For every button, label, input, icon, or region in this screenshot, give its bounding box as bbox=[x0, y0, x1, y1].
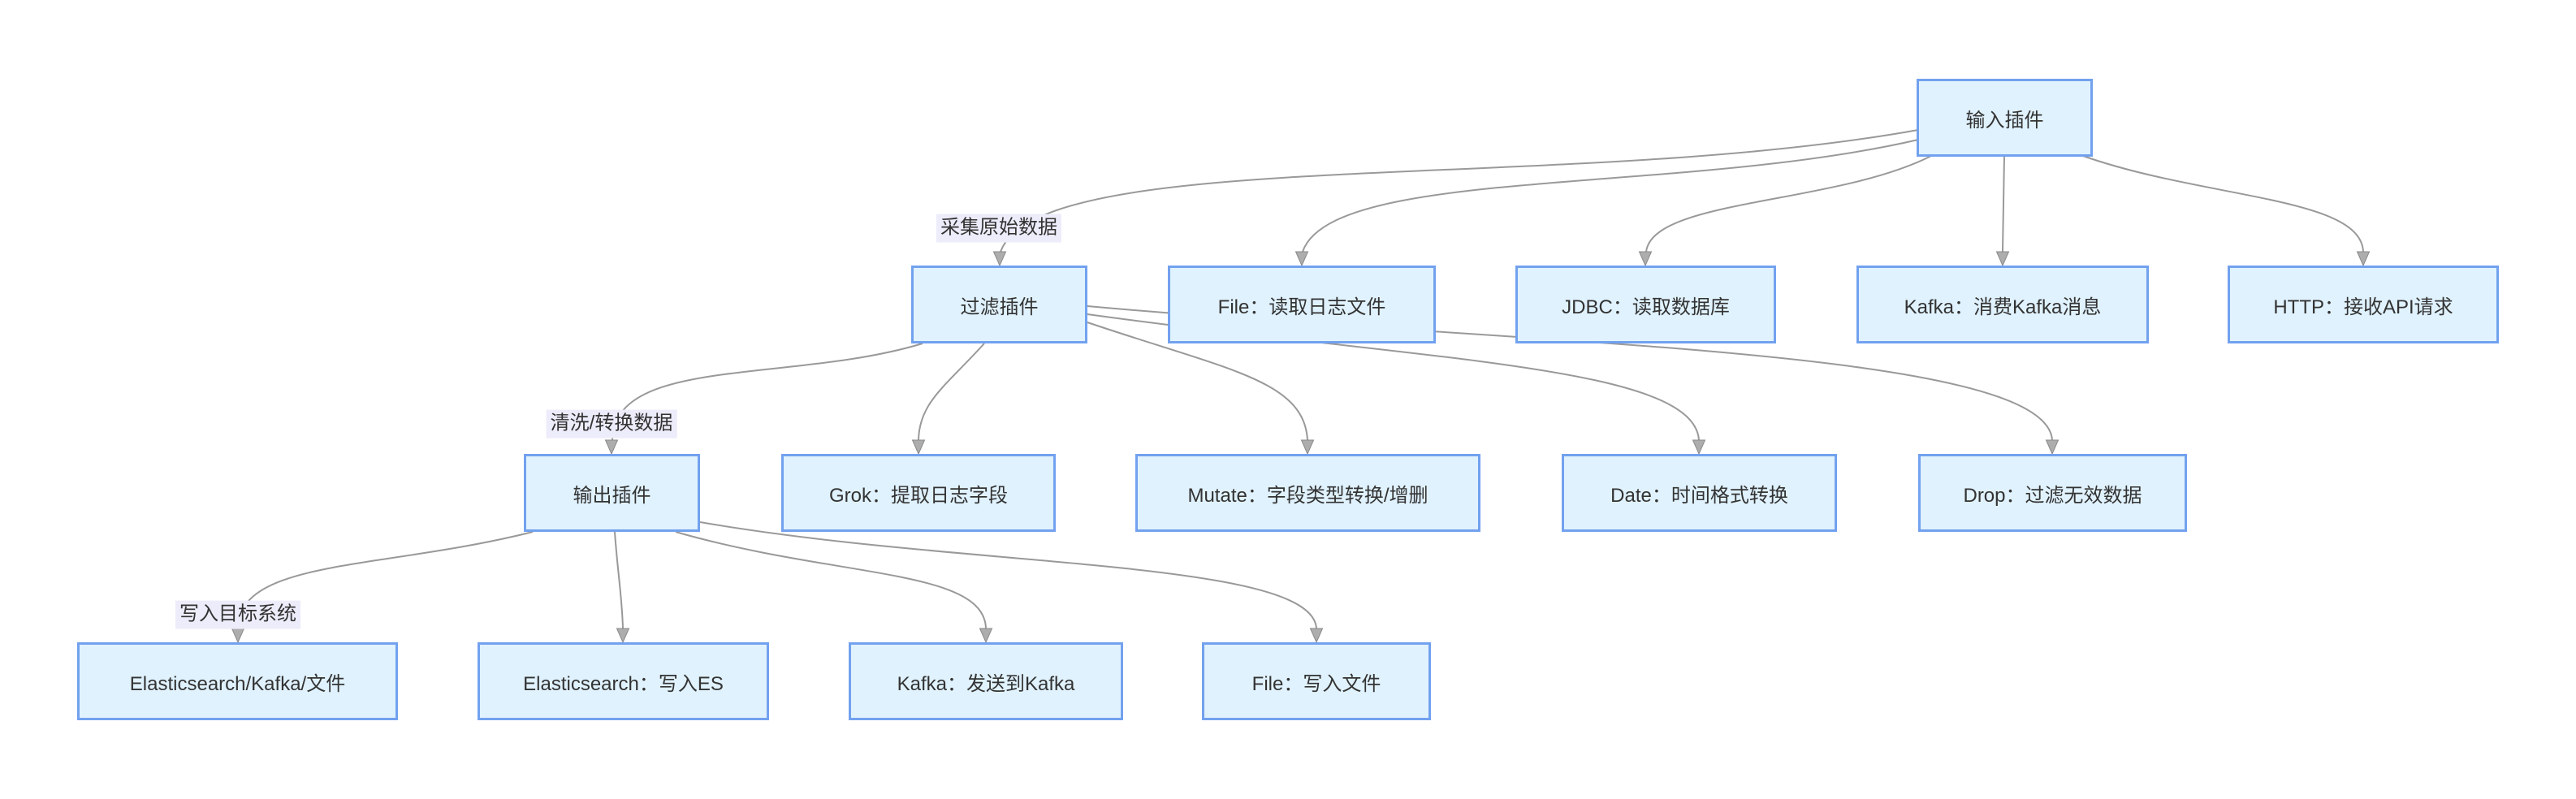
node-label: Kafka：消费Kafka消息 bbox=[1904, 296, 2102, 318]
node-file-write: File：写入文件 bbox=[1202, 642, 1431, 720]
arrowhead-drop bbox=[2045, 439, 2060, 456]
node-label: File：写入文件 bbox=[1251, 672, 1381, 695]
node-label: Date：时间格式转换 bbox=[1610, 484, 1788, 507]
node-label: 输出插件 bbox=[573, 484, 651, 507]
node-label: File：读取日志文件 bbox=[1217, 296, 1386, 318]
arrowhead-target bbox=[231, 628, 245, 644]
node-label: 过滤插件 bbox=[960, 296, 1039, 318]
arrowhead-file-read bbox=[1294, 251, 1309, 267]
arrowhead-output bbox=[604, 439, 619, 456]
arrowhead-kafka-in bbox=[1995, 251, 2010, 267]
node-label: Kafka：发送到Kafka bbox=[897, 672, 1075, 695]
node-label: HTTP：接收API请求 bbox=[2273, 296, 2453, 318]
node-kafka-send: Kafka：发送到Kafka bbox=[849, 642, 1123, 720]
node-drop: Drop：过滤无效数据 bbox=[1918, 454, 2187, 532]
arrowhead-http bbox=[2356, 251, 2371, 267]
node-label: Elasticsearch/Kafka/文件 bbox=[129, 672, 346, 695]
arrowhead-jdbc bbox=[1638, 251, 1653, 267]
arrowhead-grok bbox=[911, 439, 926, 456]
node-grok: Grok：提取日志字段 bbox=[781, 454, 1056, 532]
node-target-systems: Elasticsearch/Kafka/文件 bbox=[77, 642, 398, 720]
edge-output-to-file-write bbox=[699, 521, 1317, 629]
node-label: 输入插件 bbox=[1965, 109, 2044, 132]
node-label: Elasticsearch：写入ES bbox=[523, 672, 724, 695]
node-label: JDBC：读取数据库 bbox=[1562, 296, 1730, 318]
node-input-plugin: 输入插件 bbox=[1917, 79, 2093, 157]
node-label: Mutate：字段类型转换/增删 bbox=[1187, 484, 1428, 507]
edge-output-to-kafka-out bbox=[675, 531, 987, 629]
arrowhead-file-write bbox=[1309, 628, 1324, 644]
node-label: Grok：提取日志字段 bbox=[828, 484, 1008, 507]
arrowhead-mutate bbox=[1300, 439, 1315, 456]
edge-label-write-target: 写入目标系统 bbox=[175, 600, 300, 629]
node-output-plugin: 输出插件 bbox=[524, 454, 700, 532]
node-kafka-consume: Kafka：消费Kafka消息 bbox=[1856, 266, 2149, 343]
node-file-read: File：读取日志文件 bbox=[1168, 266, 1436, 343]
edge-label-clean-transform: 清洗/转换数据 bbox=[546, 409, 677, 438]
arrowhead-kafka-out bbox=[979, 628, 993, 644]
edge-input-to-file-read bbox=[1302, 139, 1919, 253]
edge-input-to-http bbox=[2082, 155, 2364, 253]
edge-input-to-kafka-in bbox=[2002, 155, 2005, 253]
arrowhead-date bbox=[1692, 439, 1706, 456]
node-mutate: Mutate：字段类型转换/增删 bbox=[1135, 454, 1480, 532]
edge-input-to-jdbc bbox=[1645, 155, 1932, 253]
node-jdbc-read: JDBC：读取数据库 bbox=[1515, 266, 1776, 343]
node-filter-plugin: 过滤插件 bbox=[911, 266, 1087, 343]
edge-filter-to-grok bbox=[918, 343, 985, 441]
edge-output-to-es-write bbox=[614, 531, 624, 629]
edge-filter-to-mutate bbox=[1087, 322, 1308, 441]
node-date: Date：时间格式转换 bbox=[1562, 454, 1837, 532]
node-label: Drop：过滤无效数据 bbox=[1963, 484, 2142, 507]
arrowhead-es-write bbox=[616, 628, 630, 644]
edge-label-collect-raw-data: 采集原始数据 bbox=[936, 214, 1061, 243]
edge-input-to-filter bbox=[1000, 129, 1919, 253]
node-es-write: Elasticsearch：写入ES bbox=[478, 642, 769, 720]
node-http-receive: HTTP：接收API请求 bbox=[2228, 266, 2499, 343]
arrowhead-filter bbox=[992, 251, 1007, 267]
